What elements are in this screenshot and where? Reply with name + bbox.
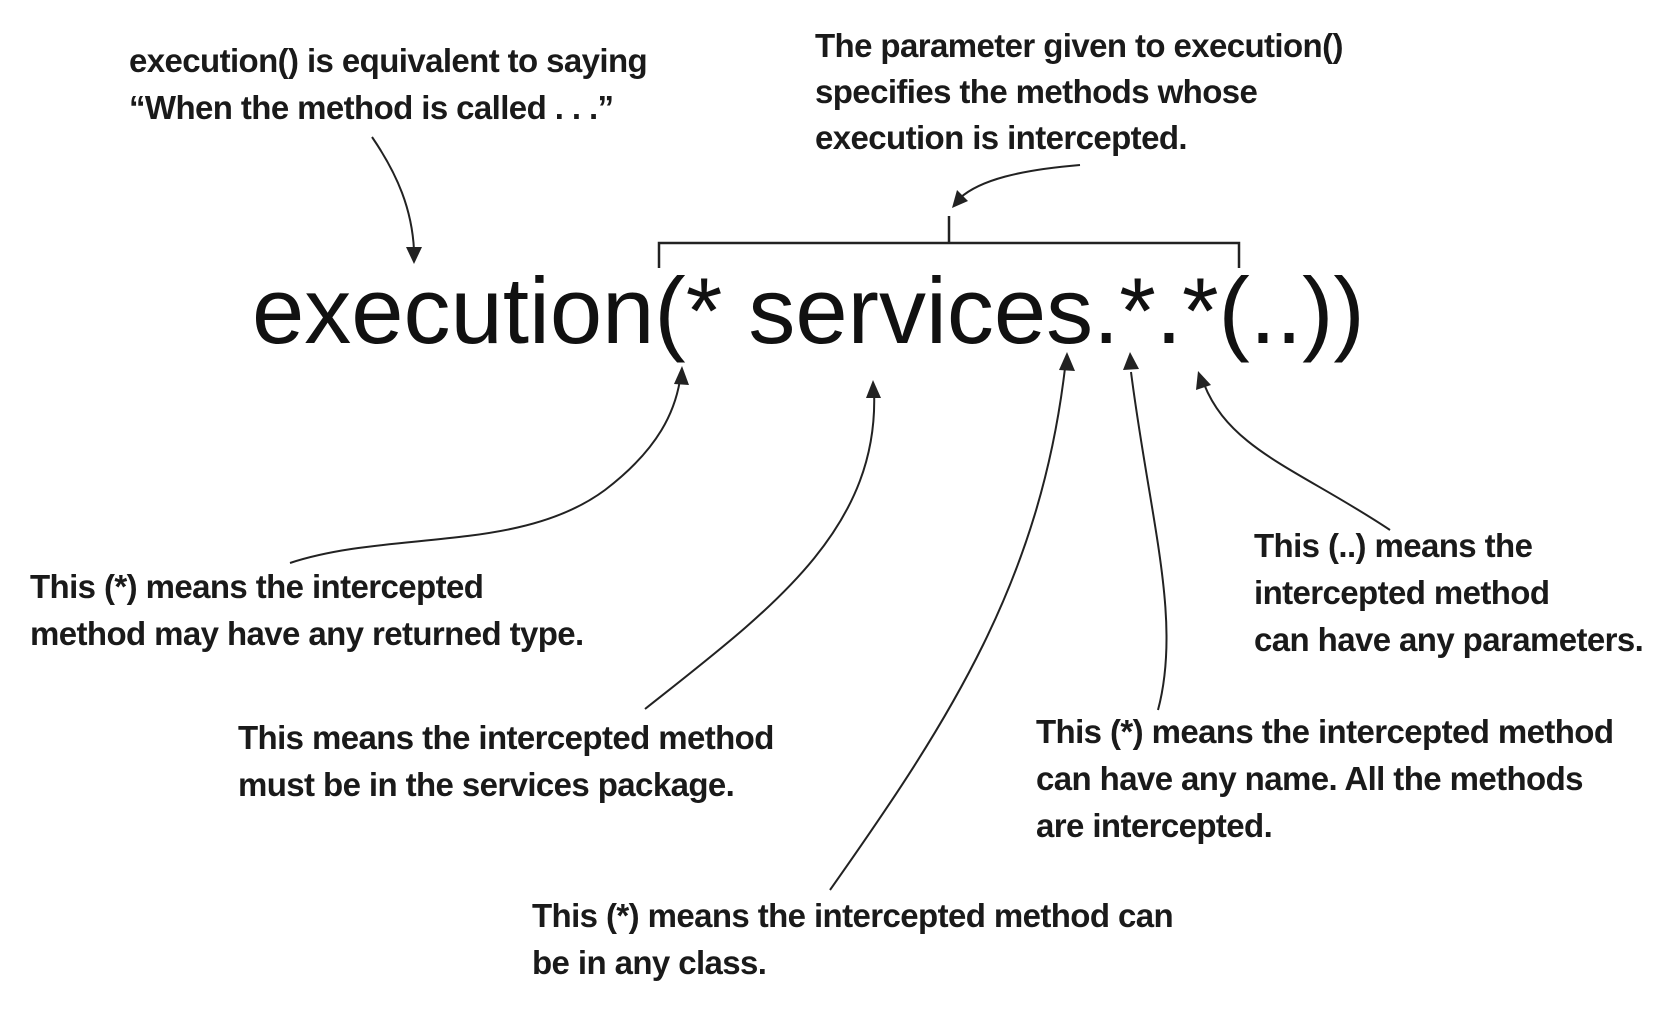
note-parameter: The parameter given to execution() speci… — [815, 27, 1351, 156]
note-return-type: This (*) means the intercepted method ma… — [30, 568, 584, 652]
note-method-name: This (*) means the intercepted method ca… — [1036, 713, 1622, 844]
parameter-bracket — [657, 216, 1241, 268]
note-package: This means the intercepted method must b… — [238, 719, 782, 803]
pointcut-expression: execution(* services.*.*(..)) — [252, 258, 1365, 363]
arrow-method-name — [1123, 352, 1168, 711]
arrow-parameters — [1196, 371, 1391, 531]
arrow-execution — [371, 136, 422, 264]
arrow-return-type — [289, 366, 689, 564]
note-class: This (*) means the intercepted method ca… — [532, 897, 1182, 981]
note-parameters: This (..) means the intercepted method c… — [1254, 527, 1643, 658]
arrow-parameter — [952, 164, 1081, 208]
arrow-package — [644, 380, 881, 710]
note-execution: execution() is equivalent to saying “Whe… — [129, 42, 656, 126]
arrow-class — [829, 352, 1075, 891]
